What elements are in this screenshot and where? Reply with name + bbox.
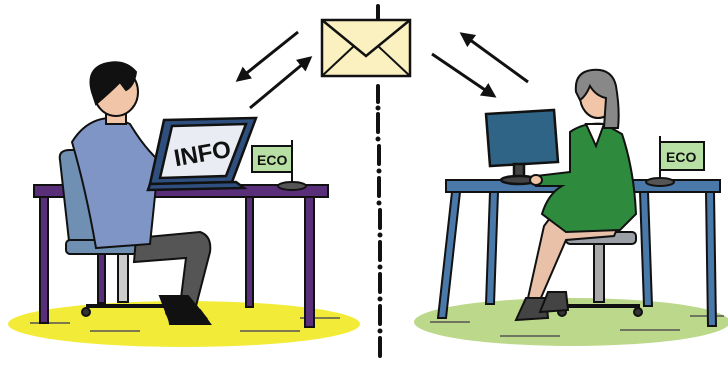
arrows-right	[431, 32, 529, 98]
arrow-left-incoming	[249, 56, 313, 110]
envelope-icon	[320, 18, 412, 78]
right-flag-label: ECO	[666, 149, 696, 165]
left-eco-flag	[251, 140, 307, 191]
right-eco-flag	[645, 136, 705, 187]
laptop	[146, 116, 258, 192]
arrow-right-outgoing	[431, 52, 497, 98]
arrows-left	[235, 30, 313, 110]
divider-dots	[375, 105, 383, 334]
arrow-left-outgoing	[235, 30, 299, 82]
woman-figure	[514, 68, 638, 322]
divider-line	[376, 4, 382, 358]
arrow-right-incoming	[459, 32, 529, 84]
right-floor-lines	[430, 315, 724, 337]
right-floor-shadow	[414, 298, 728, 346]
left-flag-label: ECO	[257, 152, 287, 168]
desktop-monitor	[484, 108, 560, 186]
